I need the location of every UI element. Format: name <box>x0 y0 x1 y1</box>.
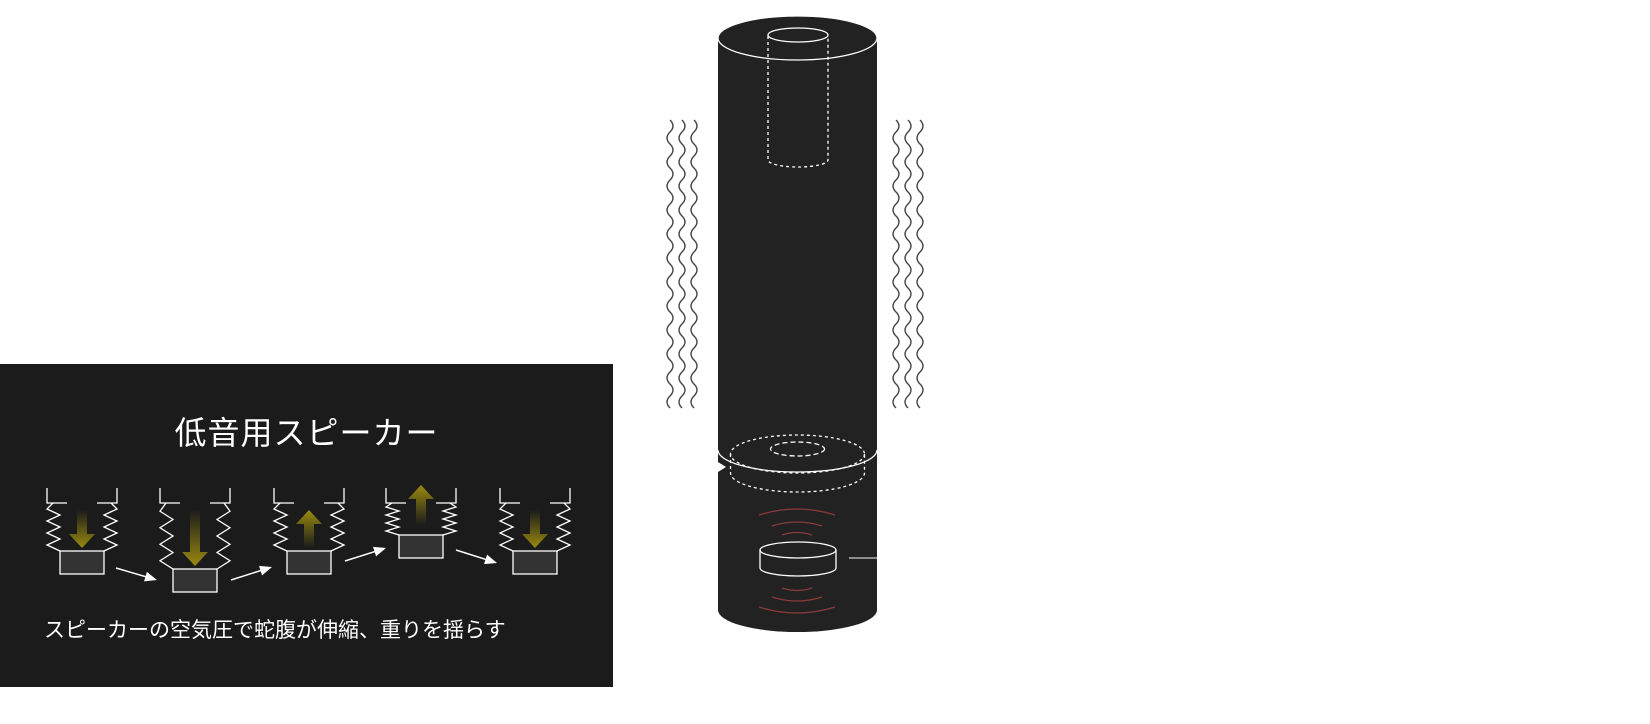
bellows-unit <box>158 488 232 593</box>
bellows-frame <box>385 488 457 504</box>
sequence-arrow-icon <box>230 565 272 581</box>
bellows-frame <box>159 488 231 504</box>
weight-block <box>59 550 105 575</box>
partition <box>717 449 878 473</box>
vibration-lines <box>666 119 924 409</box>
bellows-frame <box>46 488 118 504</box>
sequence-arrow-icon <box>115 567 157 582</box>
arrow-up-icon <box>408 485 434 525</box>
panel-title: 低音用スピーカー <box>174 414 439 452</box>
bellows-unit <box>498 488 572 575</box>
vibration-line <box>916 119 924 409</box>
bellows-unit <box>45 488 119 575</box>
arrow-head <box>484 554 497 565</box>
speaker <box>759 541 837 577</box>
bass-speaker-panel: 低音用スピーカー スピーカーの空気圧で蛇腹が伸縮、重りを揺らす <box>0 364 613 687</box>
arrow-head <box>144 571 157 582</box>
bellows-unit <box>272 488 346 575</box>
vibration-line <box>666 119 674 409</box>
bellows-spring <box>440 502 459 536</box>
sound-waves <box>758 508 836 614</box>
weight-block <box>286 550 332 575</box>
arrow-shaft <box>455 549 490 562</box>
cylinder <box>717 15 878 632</box>
arrow-down-icon <box>522 510 548 548</box>
arrow-down-icon <box>69 510 95 548</box>
arrow-shaft <box>344 549 379 562</box>
weight-block <box>398 534 444 559</box>
bellows-steps <box>45 485 572 593</box>
arrow-shaft <box>115 567 150 579</box>
bellows-spring <box>383 502 402 536</box>
vibration-line <box>678 119 686 409</box>
vibration-line <box>904 119 912 409</box>
sequence-arrow-icon <box>344 546 386 562</box>
bellows-frame <box>273 488 345 504</box>
bellows-spring <box>555 502 572 552</box>
bellows-unit <box>383 485 459 559</box>
bellows-spring <box>329 502 346 552</box>
tube-opening <box>767 27 829 43</box>
arrow-down-icon <box>182 510 208 566</box>
arrow-head <box>373 546 386 557</box>
pointer-arrow-icon <box>718 462 726 472</box>
weight-block <box>512 550 558 575</box>
inner-tube <box>767 36 829 168</box>
vibration-line <box>690 119 698 409</box>
bellows-spring <box>158 502 175 570</box>
bellows-frame <box>499 488 571 504</box>
bellows-spring <box>102 502 119 552</box>
weight-block <box>172 568 218 593</box>
vibration-line <box>892 119 900 409</box>
sequence-arrow-icon <box>455 549 497 565</box>
arrow-up-icon <box>296 510 322 548</box>
arrow-shaft <box>230 568 265 581</box>
bellows-spring <box>45 502 62 552</box>
bellows-spring <box>498 502 515 552</box>
bellows-spring <box>272 502 289 552</box>
arrow-head <box>259 565 272 576</box>
panel-caption: スピーカーの空気圧で蛇腹が伸縮、重りを揺らす <box>44 618 506 642</box>
bellows-spring <box>215 502 232 570</box>
